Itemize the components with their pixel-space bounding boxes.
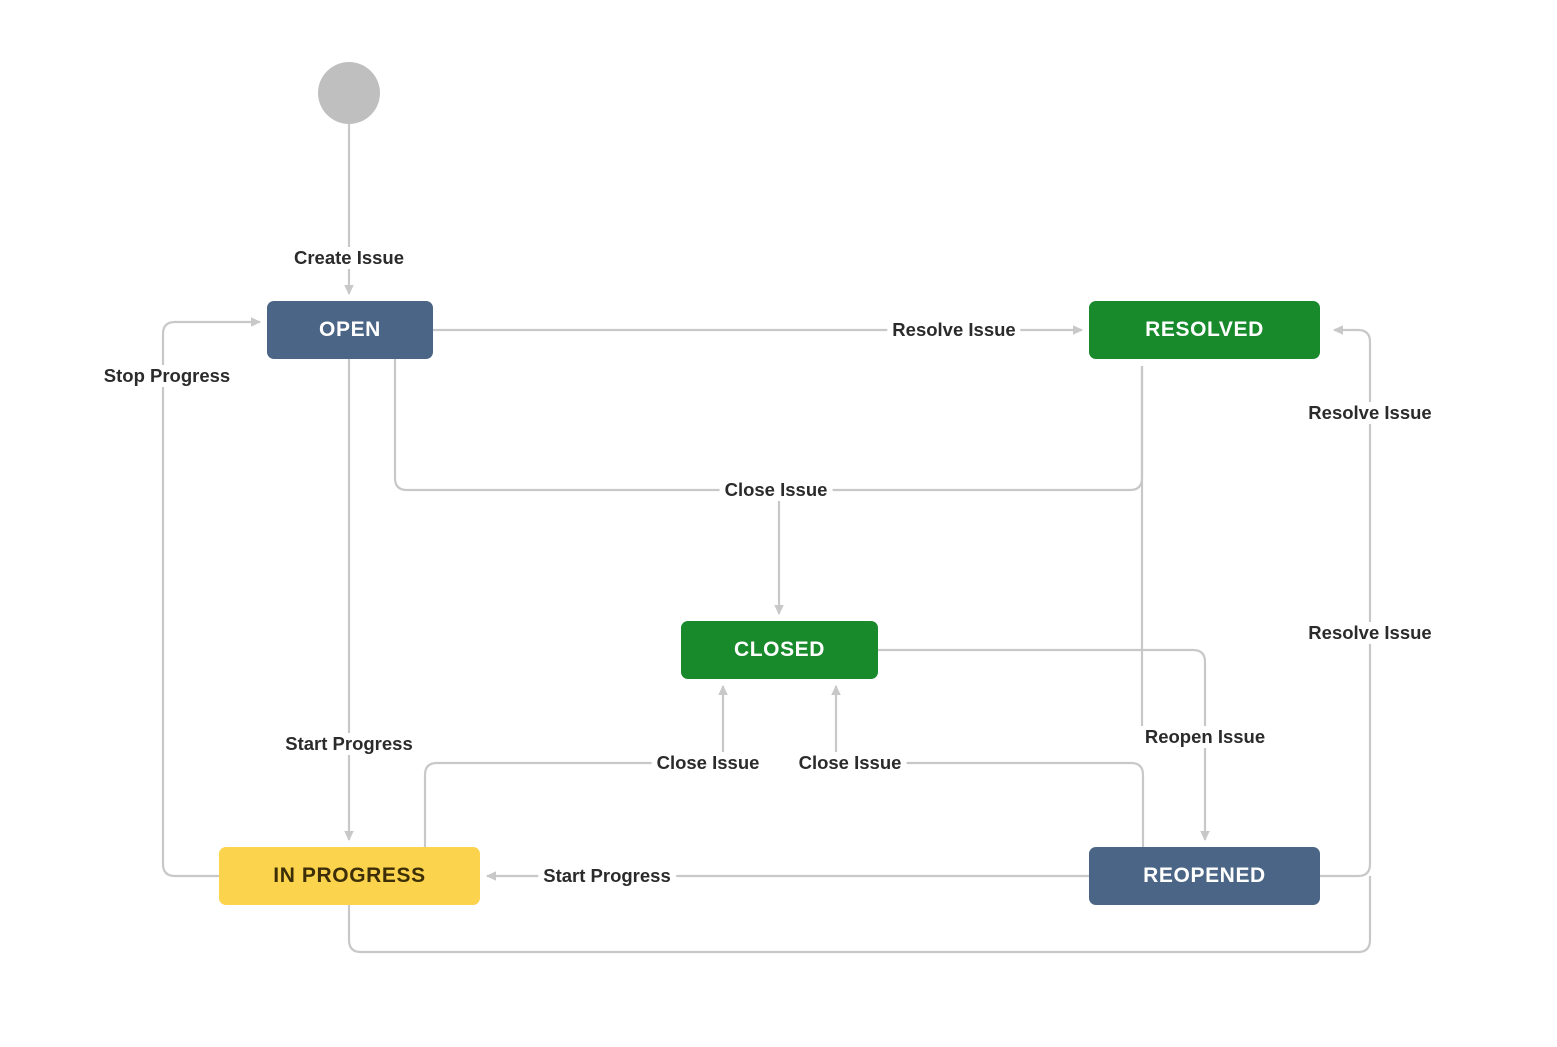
edge-resolve-issue-inprogress [347,876,1372,954]
state-node-closed[interactable]: CLOSED [681,621,878,679]
state-node-resolved[interactable]: RESOLVED [1089,301,1320,359]
transition-label-resolve-issue-open: Resolve Issue [887,319,1021,341]
edge-resolve-issue-reopened [1320,325,1372,878]
transition-label-reopen-issue: Reopen Issue [1139,726,1271,748]
state-node-in-progress-label: IN PROGRESS [273,864,426,887]
edge-close-issue-open-trunk [393,359,1144,492]
state-node-resolved-label: RESOLVED [1145,318,1264,341]
transition-label-close-issue-reopened: Close Issue [793,752,907,774]
edge-close-issue-reopened [836,761,1145,847]
edge-stop-progress [161,317,261,878]
state-node-reopened[interactable]: REOPENED [1089,847,1320,905]
state-node-open[interactable]: OPEN [267,301,433,359]
edge-close-issue-inprogress [423,761,723,847]
state-node-reopened-label: REOPENED [1143,864,1266,887]
transition-label-create-issue: Create Issue [288,247,410,269]
state-node-in-progress[interactable]: IN PROGRESS [219,847,480,905]
transition-label-resolve-issue-in-progress: Resolve Issue [1303,622,1437,644]
transition-label-close-issue-in-progress: Close Issue [651,752,765,774]
state-node-open-label: OPEN [319,318,381,341]
edge-reopen-issue [878,648,1210,841]
transition-label-start-progress-reopened: Start Progress [538,865,676,887]
state-node-closed-label: CLOSED [733,638,826,661]
transition-label-start-progress-open: Start Progress [280,733,418,755]
transition-label-close-issue-open: Close Issue [719,479,833,501]
transition-label-stop-progress: Stop Progress [98,365,236,387]
start-node[interactable] [318,62,380,124]
transition-label-resolve-issue-reopened: Resolve Issue [1303,402,1437,424]
